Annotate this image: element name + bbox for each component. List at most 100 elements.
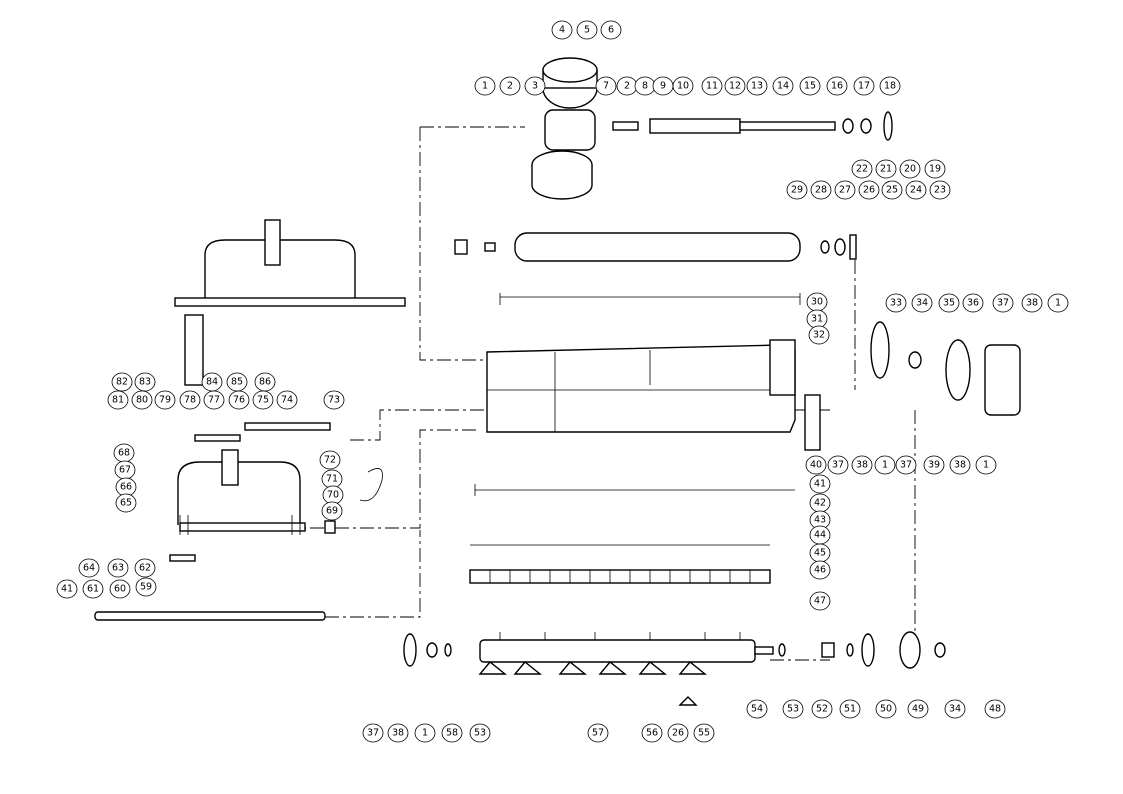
callout-38: 38 bbox=[1021, 293, 1043, 313]
callout-13: 13 bbox=[746, 76, 768, 96]
callout-1: 1 bbox=[474, 76, 496, 96]
callout-number: 54 bbox=[751, 704, 763, 715]
callout-number: 37 bbox=[900, 460, 912, 471]
callout-number: 37 bbox=[367, 728, 379, 739]
callout-circle bbox=[672, 76, 694, 96]
callout-58: 58 bbox=[441, 723, 463, 743]
callout-number: 6 bbox=[608, 25, 614, 36]
callout-75: 75 bbox=[252, 390, 274, 410]
callout-number: 26 bbox=[672, 728, 684, 739]
callout-circle bbox=[924, 159, 946, 179]
callout-circle bbox=[911, 293, 933, 313]
callout-circle bbox=[135, 577, 157, 597]
callout-11: 11 bbox=[701, 76, 723, 96]
callout-number: 1 bbox=[882, 460, 888, 471]
callout-circle bbox=[1021, 293, 1043, 313]
callout-number: 7 bbox=[603, 81, 609, 92]
callout-76: 76 bbox=[228, 390, 250, 410]
callout-67: 67 bbox=[114, 460, 136, 480]
callout-circle bbox=[111, 372, 133, 392]
callout-circle bbox=[115, 493, 137, 513]
callout-29: 29 bbox=[786, 180, 808, 200]
callout-circle bbox=[929, 180, 951, 200]
callout-12: 12 bbox=[724, 76, 746, 96]
callout-number: 34 bbox=[916, 298, 928, 309]
callout-circle bbox=[693, 723, 715, 743]
callout-number: 47 bbox=[814, 596, 826, 607]
gearbox-assembly bbox=[531, 57, 893, 200]
callout-66: 66 bbox=[115, 477, 137, 497]
callout-number: 40 bbox=[810, 460, 822, 471]
callout-number: 38 bbox=[954, 460, 966, 471]
callout-number: 62 bbox=[139, 563, 151, 574]
callout-number: 1 bbox=[1055, 298, 1061, 309]
callout-number: 65 bbox=[120, 498, 132, 509]
callout-circle bbox=[905, 180, 927, 200]
callout-number: 25 bbox=[886, 185, 898, 196]
callout-circle bbox=[851, 455, 873, 475]
callout-circle bbox=[881, 180, 903, 200]
callout-number: 53 bbox=[474, 728, 486, 739]
callout-number: 41 bbox=[814, 479, 826, 490]
callout-circle bbox=[524, 76, 546, 96]
callout-number: 43 bbox=[814, 515, 826, 526]
callout-circle bbox=[944, 699, 966, 719]
callout-number: 28 bbox=[815, 185, 827, 196]
callout-21: 21 bbox=[875, 159, 897, 179]
callout-circle bbox=[949, 455, 971, 475]
callout-26: 26 bbox=[667, 723, 689, 743]
callout-number: 61 bbox=[87, 584, 99, 595]
callout-number: 38 bbox=[1026, 298, 1038, 309]
callout-number: 27 bbox=[839, 185, 851, 196]
callout-number: 1 bbox=[422, 728, 428, 739]
callout-number: 5 bbox=[584, 25, 590, 36]
callout-number: 2 bbox=[507, 81, 513, 92]
callout-86: 86 bbox=[254, 372, 276, 392]
callout-circle bbox=[805, 455, 827, 475]
callout-80: 80 bbox=[131, 390, 153, 410]
callout-number: 37 bbox=[832, 460, 844, 471]
callout-circle bbox=[323, 390, 345, 410]
callout-22: 22 bbox=[851, 159, 873, 179]
callout-number: 69 bbox=[326, 506, 338, 517]
callout-68: 68 bbox=[113, 443, 135, 463]
callout-number: 1 bbox=[482, 81, 488, 92]
callout-number: 3 bbox=[532, 81, 538, 92]
upper-frame bbox=[174, 219, 406, 442]
callout-circle bbox=[874, 455, 896, 475]
callout-circle bbox=[984, 699, 1006, 719]
callout-number: 82 bbox=[116, 377, 128, 388]
callout-number: 24 bbox=[910, 185, 922, 196]
callout-72: 72 bbox=[319, 450, 341, 470]
callout-46: 46 bbox=[809, 560, 831, 580]
callout-number: 68 bbox=[118, 448, 130, 459]
callout-6: 6 bbox=[600, 20, 622, 40]
callout-circle bbox=[321, 501, 343, 521]
callout-62: 62 bbox=[134, 558, 156, 578]
callout-9: 9 bbox=[652, 76, 674, 96]
callout-40: 40 bbox=[805, 455, 827, 475]
callout-circle bbox=[179, 390, 201, 410]
callout-number: 33 bbox=[890, 298, 902, 309]
callout-circle bbox=[587, 723, 609, 743]
callout-78: 78 bbox=[179, 390, 201, 410]
callout-53: 53 bbox=[469, 723, 491, 743]
callout-circle bbox=[799, 76, 821, 96]
callout-10: 10 bbox=[672, 76, 694, 96]
callout-circle bbox=[827, 455, 849, 475]
callout-45: 45 bbox=[809, 543, 831, 563]
callout-circle bbox=[414, 723, 436, 743]
callout-50: 50 bbox=[875, 699, 897, 719]
callout-83: 83 bbox=[134, 372, 156, 392]
callout-38: 38 bbox=[387, 723, 409, 743]
callout-circle bbox=[839, 699, 861, 719]
callout-circle bbox=[131, 390, 153, 410]
callout-41: 41 bbox=[809, 474, 831, 494]
callout-82: 82 bbox=[111, 372, 133, 392]
callout-41: 41 bbox=[56, 579, 78, 599]
callout-number: 2 bbox=[624, 81, 630, 92]
callout-23: 23 bbox=[929, 180, 951, 200]
callout-circle bbox=[701, 76, 723, 96]
callout-49: 49 bbox=[907, 699, 929, 719]
lower-frame bbox=[94, 449, 383, 621]
